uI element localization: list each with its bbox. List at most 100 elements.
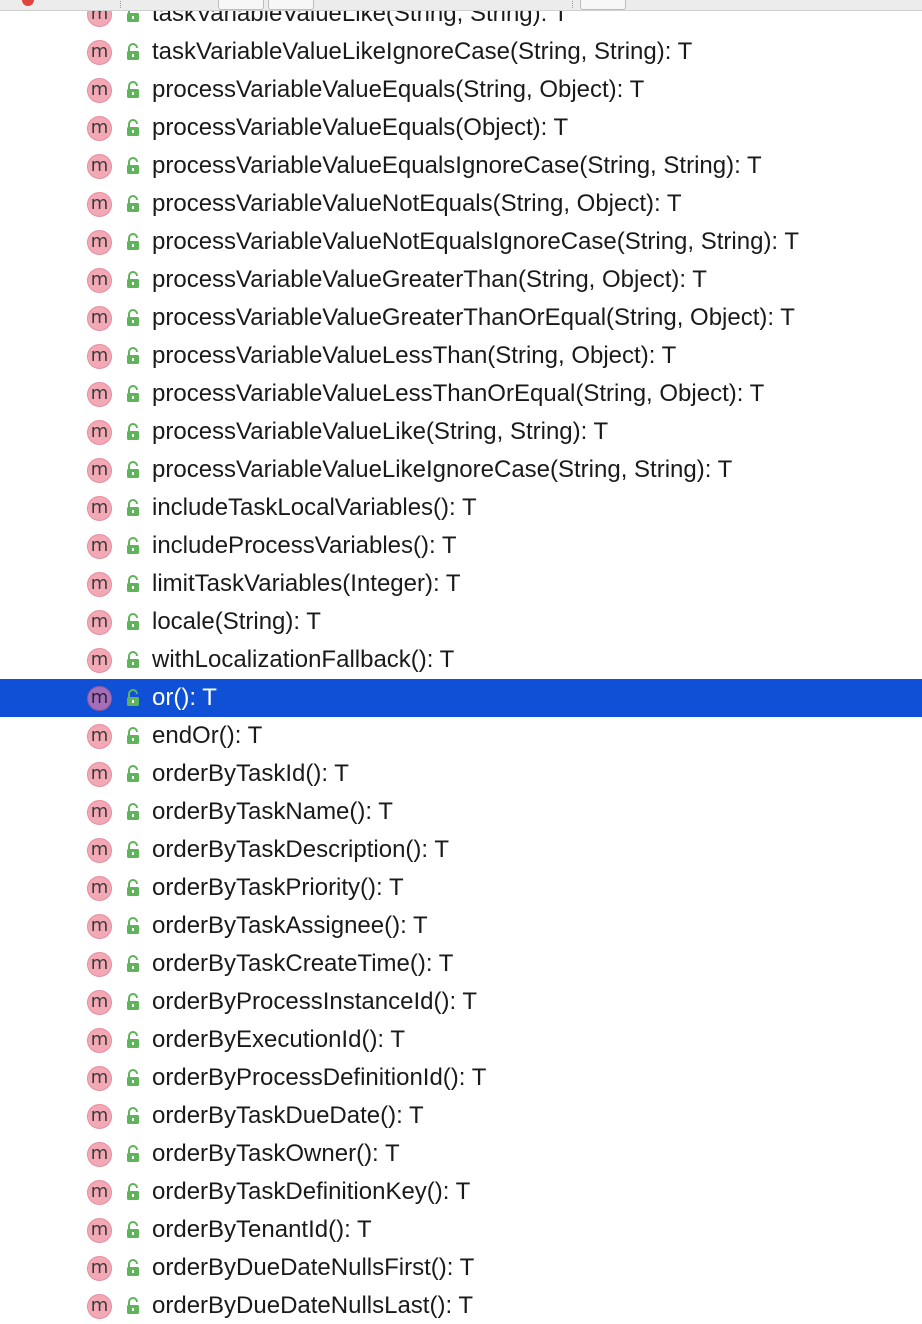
method-icon: m bbox=[87, 1104, 112, 1129]
public-lock-icon bbox=[125, 233, 141, 251]
method-row[interactable]: m limitTaskVariables(Integer): T bbox=[0, 565, 922, 603]
method-icon: m bbox=[87, 952, 112, 977]
method-signature: orderByDueDateNullsFirst(): T bbox=[152, 1254, 475, 1281]
method-icon: m bbox=[87, 534, 112, 559]
method-signature: processVariableValueEqualsIgnoreCase(Str… bbox=[152, 152, 762, 179]
method-row[interactable]: m endOr(): T bbox=[0, 717, 922, 755]
public-lock-icon bbox=[125, 1259, 141, 1277]
method-icon: m bbox=[87, 838, 112, 863]
method-icon: m bbox=[87, 800, 112, 825]
method-signature: processVariableValueEquals(String, Objec… bbox=[152, 76, 645, 103]
method-icon: m bbox=[87, 268, 112, 293]
method-signature: includeProcessVariables(): T bbox=[152, 532, 457, 559]
method-signature: limitTaskVariables(Integer): T bbox=[152, 570, 461, 597]
method-signature: processVariableValueNotEqualsIgnoreCase(… bbox=[152, 228, 799, 255]
method-signature: orderByTaskPriority(): T bbox=[152, 874, 404, 901]
public-lock-icon bbox=[125, 575, 141, 593]
public-lock-icon bbox=[125, 993, 141, 1011]
method-icon: m bbox=[87, 1142, 112, 1167]
public-lock-icon bbox=[125, 347, 141, 365]
method-signature: processVariableValueEquals(Object): T bbox=[152, 114, 569, 141]
public-lock-icon bbox=[125, 195, 141, 213]
method-signature: or(): T bbox=[152, 684, 217, 711]
method-icon: m bbox=[87, 154, 112, 179]
method-icon: m bbox=[87, 572, 112, 597]
toolbar-button-far[interactable] bbox=[580, 0, 626, 10]
method-icon: m bbox=[87, 876, 112, 901]
method-row[interactable]: m includeProcessVariables(): T bbox=[0, 527, 922, 565]
public-lock-icon bbox=[125, 917, 141, 935]
method-signature: processVariableValueNotEquals(String, Ob… bbox=[152, 190, 682, 217]
public-lock-icon bbox=[125, 157, 141, 175]
method-icon: m bbox=[87, 762, 112, 787]
public-lock-icon bbox=[125, 1221, 141, 1239]
method-icon: m bbox=[87, 78, 112, 103]
public-lock-icon bbox=[125, 841, 141, 859]
method-icon: m bbox=[87, 458, 112, 483]
method-row[interactable]: m processVariableValueNotEqualsIgnoreCase… bbox=[0, 223, 922, 261]
public-lock-icon bbox=[125, 879, 141, 897]
public-lock-icon bbox=[125, 727, 141, 745]
toolbar-strip bbox=[0, 0, 922, 11]
method-signature: processVariableValueLikeIgnoreCase(Strin… bbox=[152, 456, 733, 483]
public-lock-icon bbox=[125, 1031, 141, 1049]
method-icon: m bbox=[87, 230, 112, 255]
method-icon: m bbox=[87, 990, 112, 1015]
method-signature: orderByTaskId(): T bbox=[152, 760, 349, 787]
public-lock-icon bbox=[125, 271, 141, 289]
method-row[interactable]: m processVariableValueLikeIgnoreCase(Stri… bbox=[0, 451, 922, 489]
method-signature: endOr(): T bbox=[152, 722, 263, 749]
method-icon: m bbox=[87, 40, 112, 65]
method-row[interactable]: m processVariableValueEqualsIgnoreCase(St… bbox=[0, 147, 922, 185]
public-lock-icon bbox=[125, 43, 141, 61]
public-lock-icon bbox=[125, 1107, 141, 1125]
method-row[interactable]: m orderByTaskId(): T bbox=[0, 755, 922, 793]
method-signature: includeTaskLocalVariables(): T bbox=[152, 494, 477, 521]
public-lock-icon bbox=[125, 537, 141, 555]
method-icon: m bbox=[87, 724, 112, 749]
public-lock-icon bbox=[125, 499, 141, 517]
toolbar-button-left[interactable] bbox=[218, 0, 264, 10]
method-row[interactable]: m orderByTaskName(): T bbox=[0, 793, 922, 831]
method-icon: m bbox=[87, 1180, 112, 1205]
method-row[interactable]: m processVariableValueEquals(String, Obje… bbox=[0, 71, 922, 109]
method-row[interactable]: m processVariableValueEquals(Object): T bbox=[0, 109, 922, 147]
method-icon: m bbox=[87, 116, 112, 141]
toolbar-button-right[interactable] bbox=[268, 0, 314, 10]
method-row[interactable]: m orderByTaskPriority(): T bbox=[0, 869, 922, 907]
method-icon: m bbox=[87, 344, 112, 369]
close-window-icon[interactable] bbox=[22, 0, 34, 6]
public-lock-icon bbox=[125, 309, 141, 327]
public-lock-icon bbox=[125, 461, 141, 479]
method-icon: m bbox=[87, 610, 112, 635]
method-signature: orderByTaskName(): T bbox=[152, 798, 393, 825]
public-lock-icon bbox=[125, 613, 141, 631]
method-signature: orderByTaskDescription(): T bbox=[152, 836, 449, 863]
method-row[interactable]: m orderByTaskDescription(): T bbox=[0, 831, 922, 869]
method-signature: orderByProcessDefinitionId(): T bbox=[152, 1064, 487, 1091]
method-icon: m bbox=[87, 1028, 112, 1053]
